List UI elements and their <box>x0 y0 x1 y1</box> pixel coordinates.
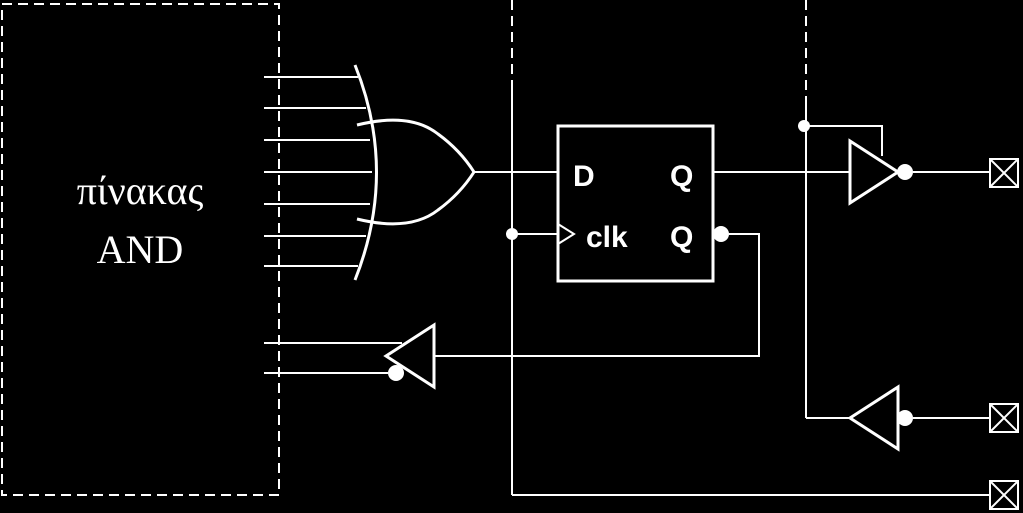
feedback-buffer-triangle <box>383 322 436 390</box>
or-gate-input-lines <box>264 76 372 267</box>
enable-to-buffer-line <box>806 125 883 156</box>
input-buffer-bubble <box>897 410 913 426</box>
input-buffer-triangle <box>847 384 900 452</box>
ff-qbar-label: Q <box>670 221 693 254</box>
output-buffer-triangle <box>848 138 901 206</box>
and-array-label-line2: AND <box>97 227 184 272</box>
ff-clk-label: clk <box>586 221 628 254</box>
feedback-buffer <box>383 322 436 390</box>
clock-pin-3 <box>989 480 1019 510</box>
qbar-feedback-line <box>434 233 760 357</box>
io-pin-2 <box>989 403 1019 433</box>
or-gate <box>353 64 476 281</box>
feedback-buffer-bubble <box>388 365 404 381</box>
output-pin-1 <box>989 158 1019 188</box>
ff-d-label: D <box>573 160 595 193</box>
qbar-inversion-bubble <box>713 226 729 242</box>
d-flip-flop <box>556 124 715 283</box>
enable-junction-dot <box>798 120 810 132</box>
and-array-label-line1: πίνακας <box>77 168 204 213</box>
or-gate-back-extension <box>353 64 378 281</box>
output-buffer-bubble <box>897 164 913 180</box>
ff-q-label: Q <box>670 160 693 193</box>
clock-edge-triangle <box>557 223 576 245</box>
